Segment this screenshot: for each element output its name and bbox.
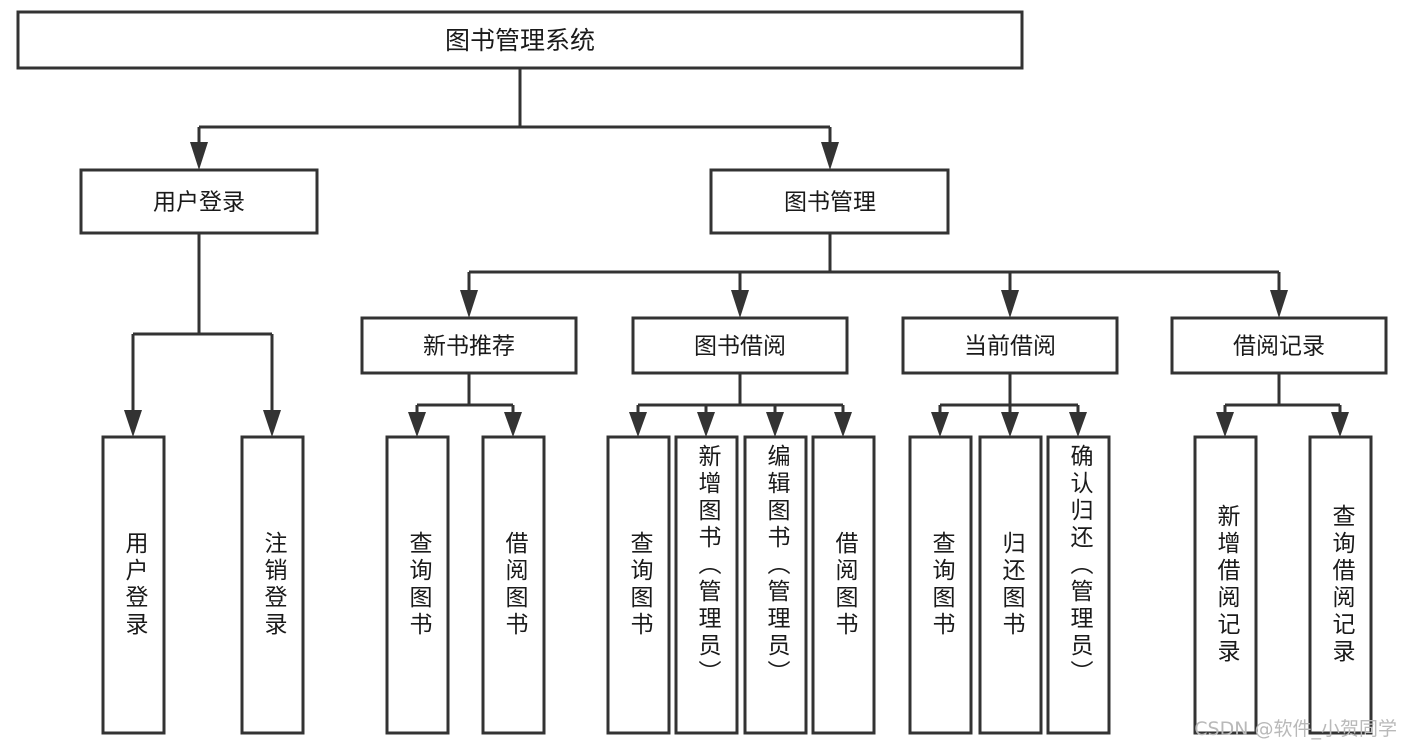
node-book-manage[interactable]: 图书管理 xyxy=(709,168,950,235)
node-book-manage-box[interactable] xyxy=(709,168,950,235)
node-leaf-confirm-return-box[interactable] xyxy=(1046,435,1111,735)
node-book-borrow[interactable]: 图书借阅 xyxy=(631,316,849,375)
arrow-to-leaf-edit-book xyxy=(766,412,784,437)
arrow-to-leaf-add-record xyxy=(1216,412,1234,437)
node-current-borrow-label: 当前借阅 xyxy=(964,334,1056,360)
node-user-login[interactable]: 用户登录 xyxy=(79,168,319,235)
arrow-to-leaf-add-book xyxy=(697,412,715,437)
node-root-box[interactable] xyxy=(16,10,1024,70)
arrow-to-leaf-confirm-return xyxy=(1069,412,1087,437)
arrow-to-leaf-borrow-book-1 xyxy=(504,412,522,437)
arrow-to-book-borrow xyxy=(731,290,749,318)
arrow-to-leaf-query-book-1 xyxy=(408,412,426,437)
leaf-box-layer xyxy=(101,435,1373,735)
node-leaf-borrow-book-2-box[interactable] xyxy=(811,435,876,735)
node-new-book-recommend-label: 新书推荐 xyxy=(423,334,515,360)
node-borrow-record-label: 借阅记录 xyxy=(1233,334,1325,360)
node-leaf-add-record-box[interactable] xyxy=(1193,435,1258,735)
node-leaf-query-book-3-box[interactable] xyxy=(908,435,973,735)
arrow-to-leaf-return-book xyxy=(1001,412,1019,437)
node-root[interactable]: 图书管理系统 xyxy=(16,10,1024,70)
arrow-to-leaf-query-record xyxy=(1331,412,1349,437)
node-user-login-box[interactable] xyxy=(79,168,319,235)
node-leaf-add-book-box[interactable] xyxy=(674,435,739,735)
arrow-to-leaf-logout-login xyxy=(263,410,281,437)
node-borrow-record-box[interactable] xyxy=(1170,316,1388,375)
arrow-to-book-manage xyxy=(821,142,839,170)
arrow-to-current-borrow xyxy=(1001,290,1019,318)
arrow-to-borrow-record xyxy=(1270,290,1288,318)
node-borrow-record[interactable]: 借阅记录 xyxy=(1170,316,1388,375)
arrow-to-new-book-recommend xyxy=(460,290,478,318)
node-book-borrow-label: 图书借阅 xyxy=(694,334,786,360)
node-leaf-return-book-box[interactable] xyxy=(978,435,1043,735)
node-leaf-logout-login-box[interactable] xyxy=(240,435,305,735)
node-new-book-recommend[interactable]: 新书推荐 xyxy=(360,316,578,375)
arrow-to-user-login xyxy=(190,142,208,170)
node-user-login-label: 用户登录 xyxy=(153,190,245,216)
node-leaf-borrow-book-1-box[interactable] xyxy=(481,435,546,735)
node-current-borrow-box[interactable] xyxy=(901,316,1119,375)
node-current-borrow[interactable]: 当前借阅 xyxy=(901,316,1119,375)
node-leaf-user-login-box[interactable] xyxy=(101,435,166,735)
node-leaf-query-book-2-box[interactable] xyxy=(606,435,671,735)
node-book-manage-label: 图书管理 xyxy=(784,190,876,216)
node-leaf-edit-book-box[interactable] xyxy=(743,435,808,735)
connector-layer xyxy=(124,68,1349,437)
node-root-label: 图书管理系统 xyxy=(445,26,595,55)
arrow-to-leaf-borrow-book-2 xyxy=(834,412,852,437)
node-leaf-query-record-box[interactable] xyxy=(1308,435,1373,735)
node-book-borrow-box[interactable] xyxy=(631,316,849,375)
arrow-to-leaf-user-login xyxy=(124,410,142,437)
node-leaf-query-book-1-box[interactable] xyxy=(385,435,450,735)
arrow-to-leaf-query-book-3 xyxy=(931,412,949,437)
arrow-to-leaf-query-book-2 xyxy=(629,412,647,437)
node-new-book-recommend-box[interactable] xyxy=(360,316,578,375)
